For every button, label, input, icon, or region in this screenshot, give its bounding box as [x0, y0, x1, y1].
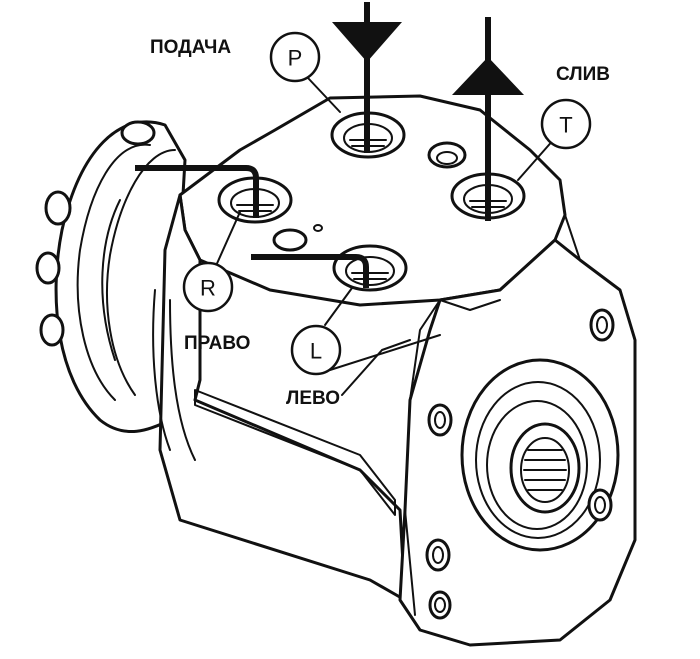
callout-l-label: L [310, 339, 322, 364]
callout-p-label: P [288, 46, 303, 71]
callout-r: R [182, 261, 234, 313]
left-line [251, 254, 369, 288]
supply-arrow [332, 2, 402, 153]
left-label: ЛЕВО [286, 388, 340, 409]
callout-t: T [540, 98, 592, 150]
callout-t-label: T [559, 113, 572, 138]
cover-bolts [35, 120, 156, 347]
callout-leaders [214, 77, 556, 396]
drain-label: СЛИВ [556, 64, 610, 85]
front-flange [460, 358, 620, 552]
right-label: ПРАВО [184, 333, 250, 354]
callout-p: P [269, 31, 321, 83]
callout-l: L [290, 324, 342, 376]
small-holes [272, 141, 467, 252]
port-l-bore [332, 244, 408, 292]
drain-arrow [452, 17, 524, 221]
housing [152, 94, 637, 647]
mounting-bolts [425, 308, 615, 620]
splined-shaft [520, 437, 570, 503]
callout-r-label: R [200, 276, 216, 301]
supply-label: ПОДАЧА [150, 37, 231, 58]
right-line [135, 165, 259, 218]
